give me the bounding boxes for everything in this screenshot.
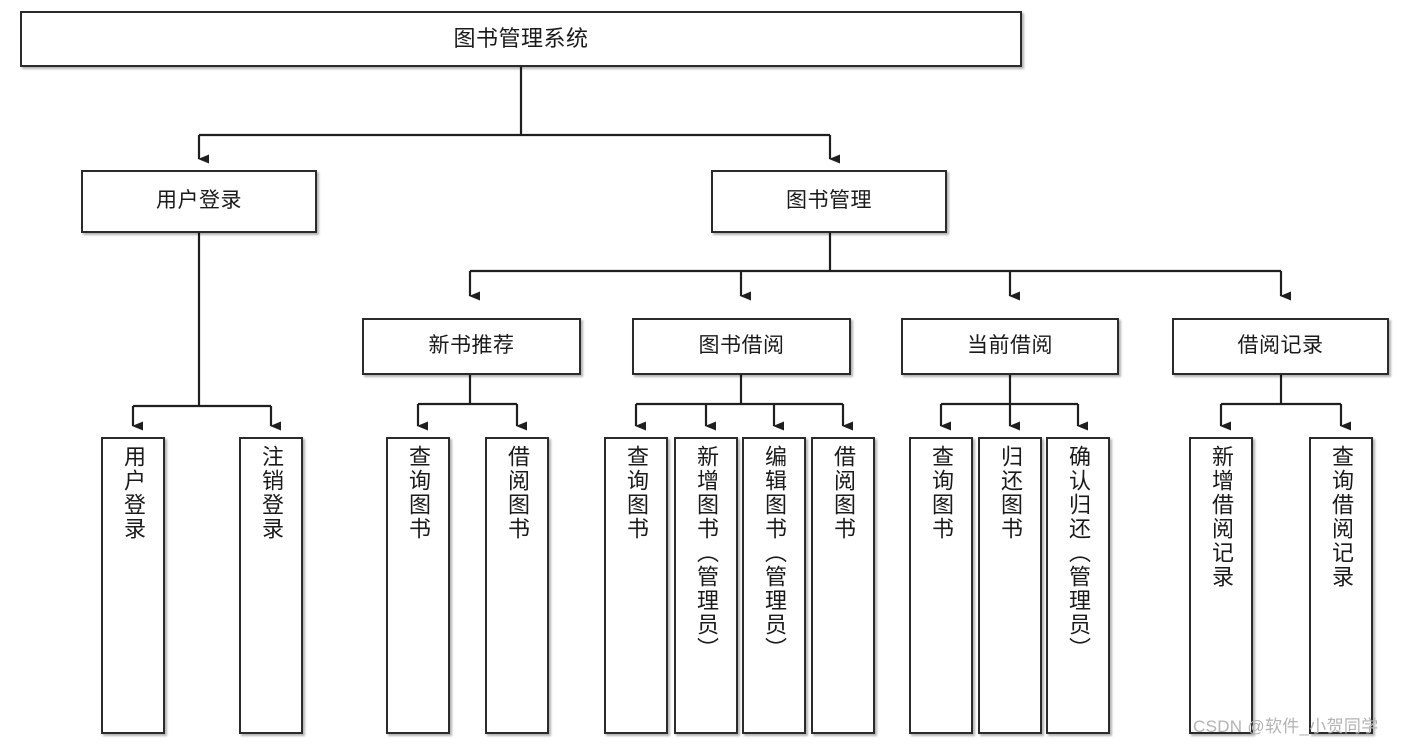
node-label: 编辑图书（管理员） [761, 445, 787, 661]
node-current-borrow[interactable]: 当前借阅 [901, 318, 1119, 375]
node-label: 查询图书 [623, 445, 649, 541]
edge-group-current-borrow [939, 375, 1088, 431]
node-label: 借阅记录 [1237, 334, 1324, 358]
node-label: 归还图书 [997, 445, 1023, 541]
node-leaf-query-borrow-record[interactable]: 查询借阅记录 [1309, 437, 1373, 734]
node-borrow-record[interactable]: 借阅记录 [1172, 318, 1389, 375]
edge-group-book-borrow [634, 375, 853, 431]
node-label: 确认归还（管理员） [1065, 445, 1091, 661]
node-leaf-add-book-admin[interactable]: 新增图书（管理员） [674, 437, 738, 734]
node-leaf-query-book-1[interactable]: 查询图书 [386, 437, 450, 734]
node-book-borrow[interactable]: 图书借阅 [632, 318, 851, 375]
node-label: 图书管理 [786, 189, 872, 213]
node-leaf-borrow-book-1[interactable]: 借阅图书 [485, 437, 549, 734]
node-leaf-return-book[interactable]: 归还图书 [978, 437, 1042, 734]
node-label: 图书借阅 [698, 334, 785, 358]
node-leaf-borrow-book-2[interactable]: 借阅图书 [811, 437, 875, 734]
node-label: 新书推荐 [428, 334, 515, 358]
node-leaf-confirm-return-admin[interactable]: 确认归还（管理员） [1046, 437, 1110, 734]
node-leaf-user-login[interactable]: 用户登录 [101, 437, 165, 734]
edge-group-root [197, 67, 840, 164]
node-leaf-logout-login[interactable]: 注销登录 [239, 437, 303, 734]
node-label: 用户登录 [120, 445, 146, 541]
node-label: 注销登录 [258, 445, 284, 541]
node-label: 用户登录 [156, 189, 242, 213]
node-book-management[interactable]: 图书管理 [711, 170, 947, 233]
node-label: 借阅图书 [504, 445, 530, 541]
node-leaf-add-borrow-record[interactable]: 新增借阅记录 [1189, 437, 1253, 734]
edge-group-new-book-recommend [416, 375, 527, 431]
node-leaf-query-book-2[interactable]: 查询图书 [604, 437, 668, 734]
node-label: 借阅图书 [830, 445, 856, 541]
node-label: 当前借阅 [967, 334, 1053, 358]
node-label: 图书管理系统 [453, 26, 589, 52]
edge-group-book-management [468, 233, 1291, 301]
node-label: 新增借阅记录 [1208, 445, 1234, 589]
edge-group-user-login [131, 233, 281, 431]
node-leaf-edit-book-admin[interactable]: 编辑图书（管理员） [742, 437, 806, 734]
node-new-book-recommend[interactable]: 新书推荐 [362, 318, 581, 375]
node-label: 查询图书 [928, 445, 954, 541]
node-label: 查询借阅记录 [1328, 445, 1354, 589]
edge-group-borrow-record [1219, 375, 1351, 431]
node-leaf-query-book-3[interactable]: 查询图书 [909, 437, 973, 734]
node-label: 查询图书 [405, 445, 431, 541]
node-user-login[interactable]: 用户登录 [81, 170, 317, 233]
node-label: 新增图书（管理员） [693, 445, 719, 661]
node-root-system[interactable]: 图书管理系统 [20, 11, 1022, 67]
